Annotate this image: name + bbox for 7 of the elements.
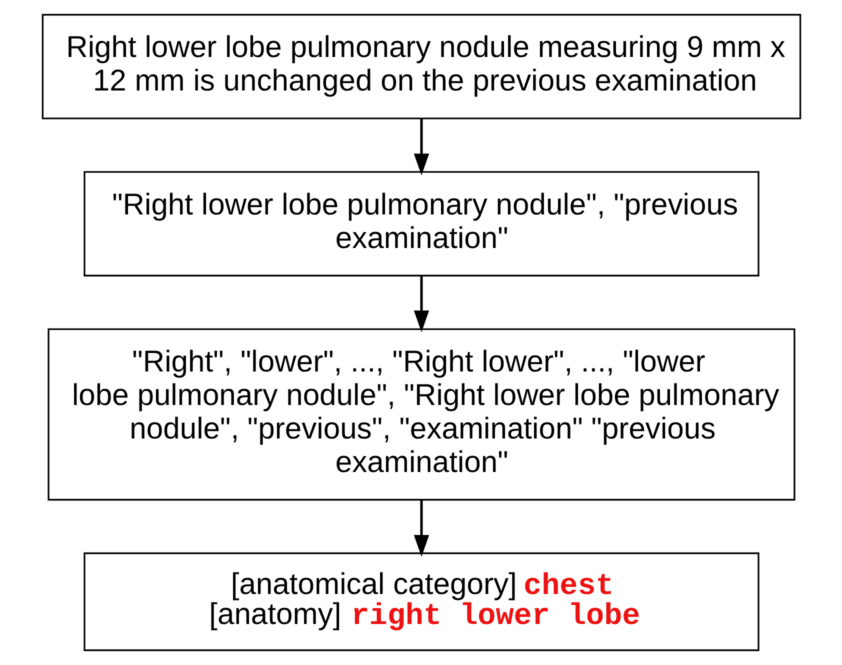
node-box: Right lower lobe pulmonary nodule measuring 9 mm x 12 mm is unchanged on the previous examination xyxy=(41,14,801,120)
node-box: "Right lower lobe pulmonary nodule", "previous examination" xyxy=(83,171,759,276)
arrow xyxy=(413,276,429,332)
node-box: [anatomical category] chest [anatomy] right lower lobe xyxy=(83,552,759,652)
node-box: "Right", "lower", ..., "Right lower", ..., "lower lobe pulmonary nodule", "Right lower lobe pulmonary nodule", "previous", "examination" "previous examination" xyxy=(47,328,795,501)
arrow xyxy=(413,500,429,557)
arrow xyxy=(413,118,429,176)
